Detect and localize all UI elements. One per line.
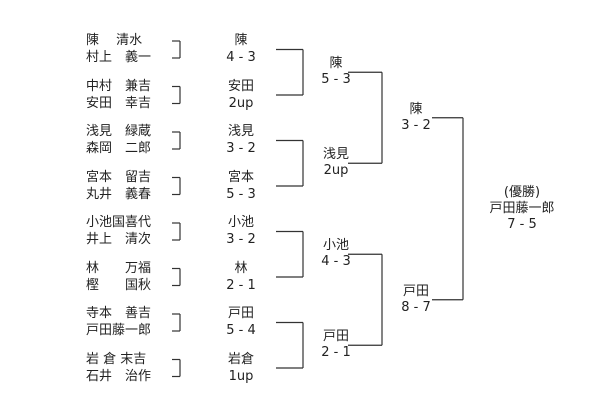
player-name: 森岡 二郎 [86, 141, 152, 156]
player-name: 寺本 善吉 [86, 306, 152, 321]
match-score: 3 - 2 [226, 232, 256, 247]
player-name: 陳 清水 [86, 33, 143, 48]
round2-winner: 小池 [322, 238, 349, 254]
player-name: 安田 幸吉 [86, 95, 152, 111]
round2-score: 4 - 3 [321, 254, 351, 270]
match-score: 4 - 3 [226, 50, 256, 65]
player-name: 井上 清次 [86, 232, 152, 247]
player-name: 石井 治作 [86, 368, 152, 384]
round2-winner: 陳 [329, 56, 343, 72]
round3-score: 3 - 2 [401, 117, 431, 133]
match-winner: 小池 [227, 215, 254, 230]
player-name: 浅見 緑蔵 [86, 124, 152, 139]
match-winner: 戸田 [227, 306, 254, 321]
player-name: 村上 義一 [86, 50, 152, 65]
match-winner: 宮本 [227, 169, 254, 185]
player-name: 戸田藤一郎 [86, 323, 152, 338]
match-score: 3 - 2 [226, 141, 256, 156]
match-winner: 安田 [227, 78, 254, 94]
round2-winner: 戸田 [322, 329, 349, 345]
player-name: 林 万福 [86, 260, 152, 276]
match-winner: 林 [234, 260, 248, 276]
round2-score: 2up [323, 163, 349, 179]
player-name: 小池国喜代 [86, 215, 152, 230]
match-score: 5 - 4 [226, 323, 256, 338]
round2-score: 2 - 1 [321, 345, 351, 361]
final-score: 7 - 5 [507, 216, 537, 232]
match-winner: 陳 [234, 33, 248, 48]
round3-winner: 陳 [409, 101, 423, 117]
match-score: 1up [228, 368, 254, 384]
match-score: 5 - 3 [226, 186, 256, 202]
match-winner: 浅見 [227, 124, 254, 139]
champion-label: (優勝) [503, 184, 541, 200]
match-score: 2 - 1 [226, 277, 256, 293]
match-winner: 岩倉 [227, 351, 254, 367]
round2-score: 5 - 3 [321, 72, 351, 88]
player-name: 丸井 義春 [86, 186, 152, 202]
player-name: 中村 兼吉 [86, 78, 152, 94]
round3-score: 8 - 7 [401, 299, 431, 315]
round2-winner: 浅見 [322, 147, 349, 163]
round3-winner: 戸田 [402, 283, 429, 299]
player-name: 宮本 留吉 [86, 169, 152, 185]
champion-name: 戸田藤一郎 [489, 200, 555, 216]
player-name: 岩 倉 末吉 [86, 351, 147, 367]
player-name: 樫 国秋 [86, 277, 152, 293]
match-score: 2up [228, 95, 254, 111]
